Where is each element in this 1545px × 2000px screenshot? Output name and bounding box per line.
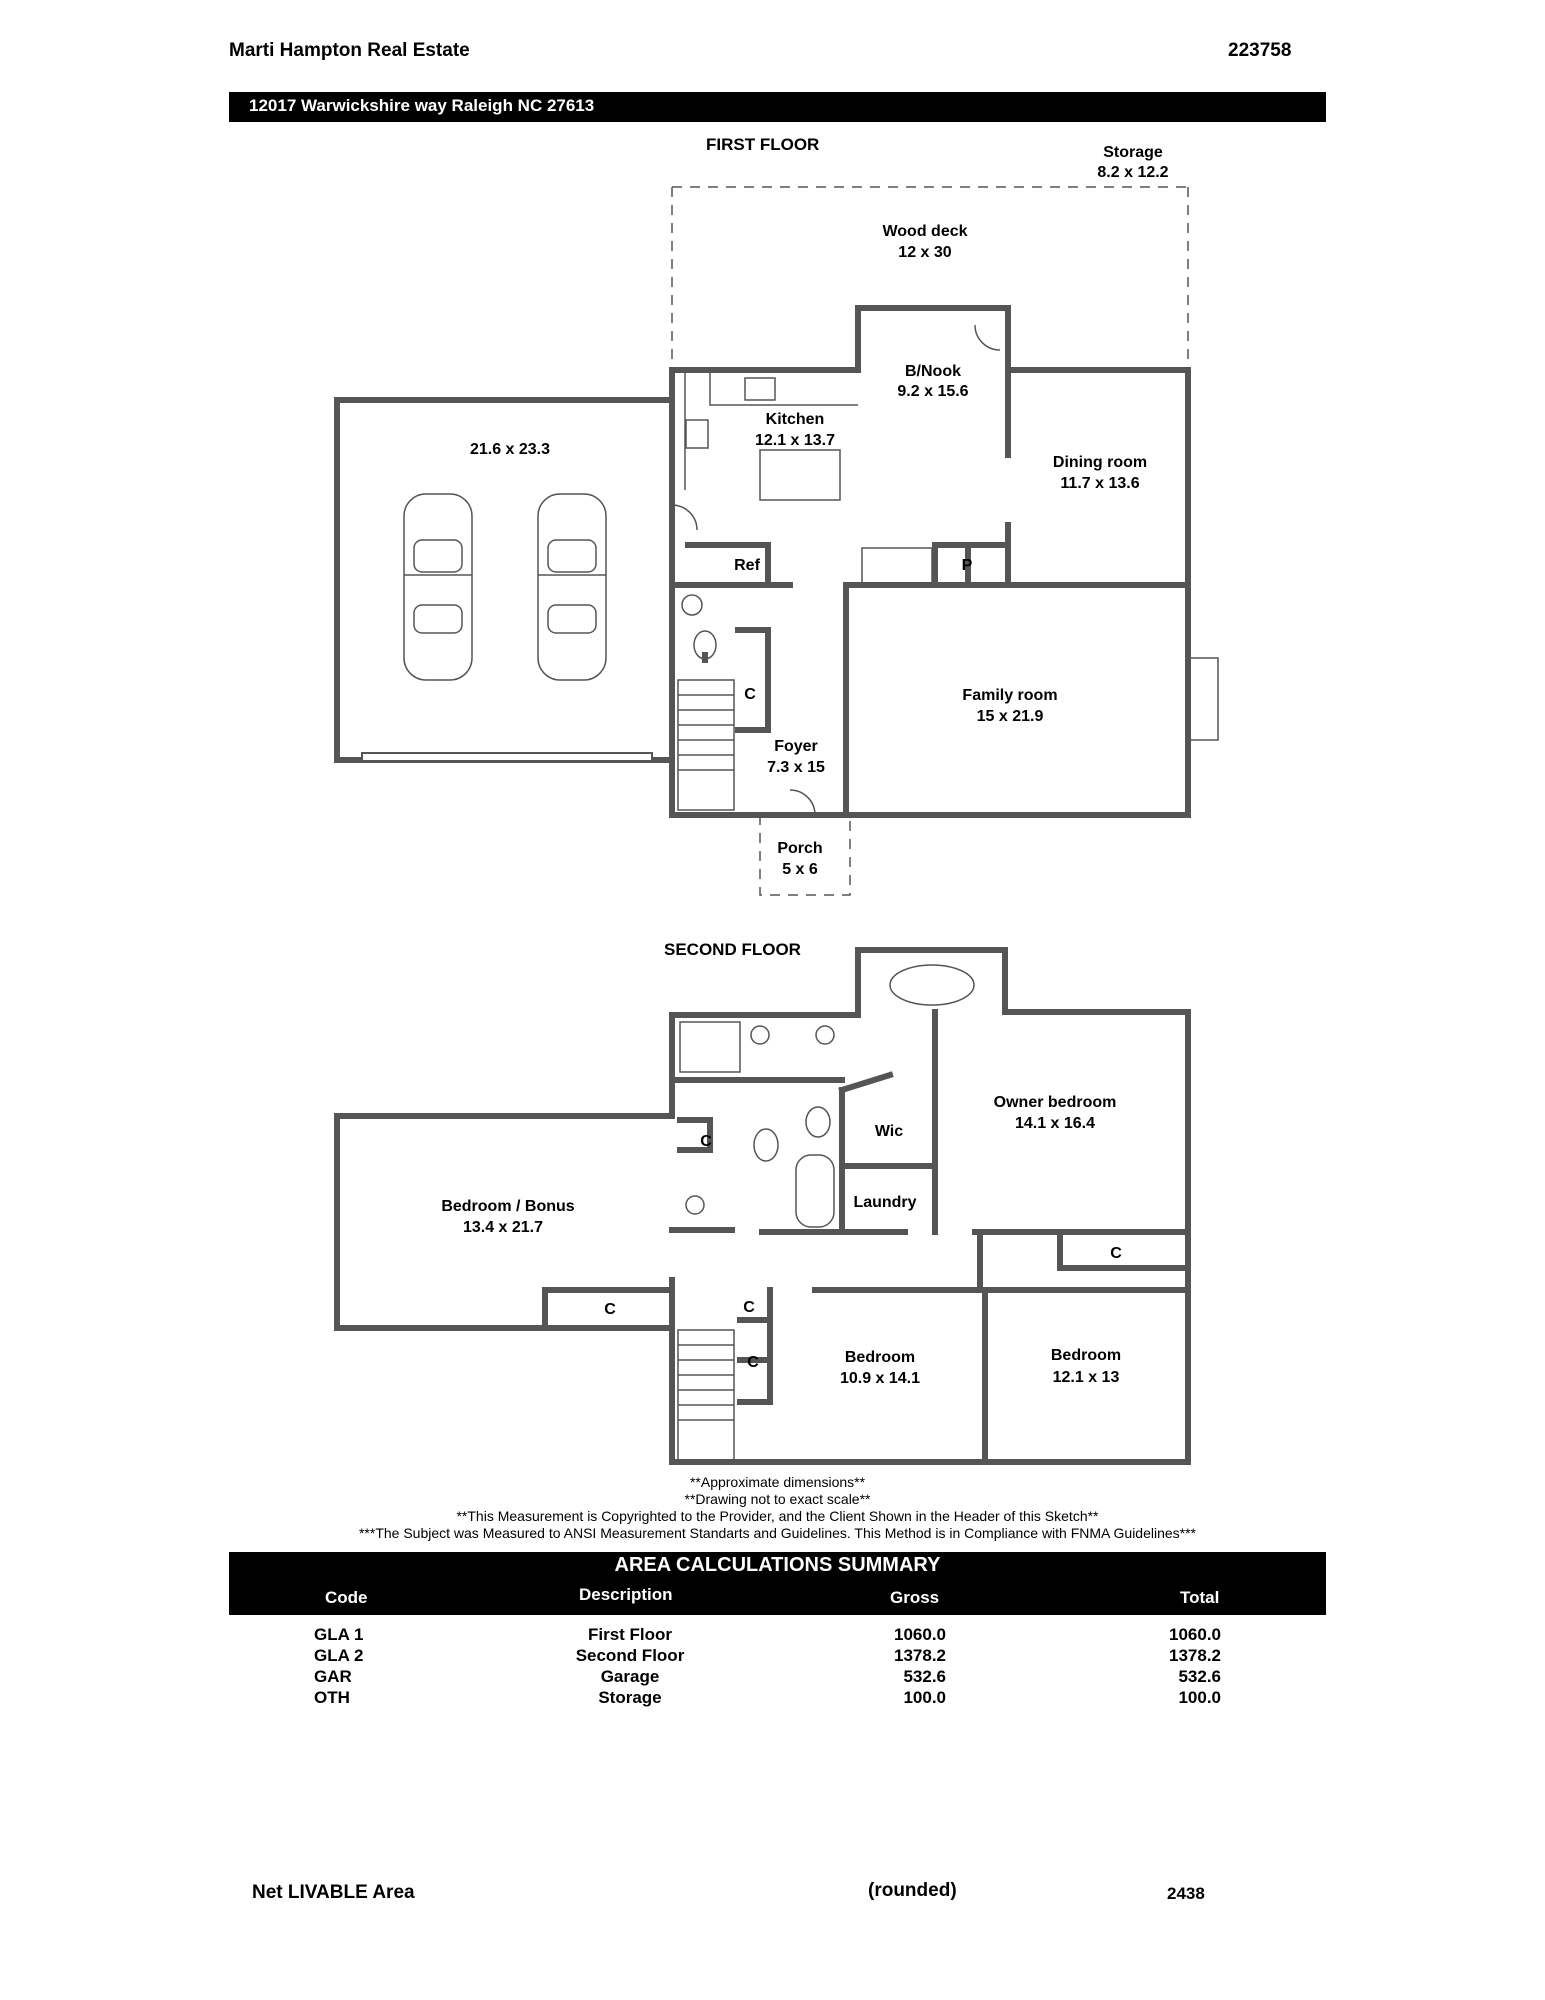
code-cell: GAR [314, 1667, 352, 1686]
first-floor-title: FIRST FLOOR [706, 135, 819, 154]
stove-icon [685, 419, 709, 449]
bedroom2-dims: 10.9 x 14.1 [840, 1370, 920, 1387]
tub-icon-2 [795, 1154, 835, 1228]
closet-label-5: C [747, 1354, 759, 1371]
laundry-label: Laundry [853, 1194, 916, 1211]
total-cell: 100.0 [1178, 1688, 1221, 1707]
second-floor-title: SECOND FLOOR [664, 940, 801, 959]
porch-dims: 5 x 6 [782, 861, 818, 878]
kitchen-label: Kitchen [766, 411, 825, 428]
description-cell: First Floor [587, 1625, 673, 1644]
foyer-label: Foyer [774, 738, 818, 755]
closet-label-1: C [700, 1133, 712, 1150]
garage-entry-door [671, 504, 698, 531]
family-dims: 15 x 21.9 [977, 708, 1044, 725]
deck-outline [671, 186, 1189, 360]
code-cell: GLA 2 [314, 1646, 364, 1665]
note-3: **This Measurement is Copyrighted to the… [456, 1508, 1099, 1524]
owner-bedroom-label: Owner bedroom [994, 1094, 1117, 1111]
deck-door [974, 324, 1001, 351]
bedroom3-label: Bedroom [1051, 1347, 1121, 1364]
nook-dims: 9.2 x 15.6 [897, 383, 968, 400]
code-cell: GLA 1 [314, 1625, 364, 1644]
garage-door [361, 752, 653, 762]
col-code: Code [325, 1588, 368, 1607]
summary-title: AREA CALCULATIONS SUMMARY [614, 1554, 941, 1576]
second-floor-exterior [334, 947, 1191, 1465]
sink-icon-3 [685, 1195, 705, 1215]
dining-dims: 11.7 x 13.6 [1060, 475, 1139, 492]
code-cell: OTH [314, 1688, 350, 1707]
total-cell: 1060.0 [1169, 1625, 1221, 1644]
gross-cell: 1378.2 [894, 1646, 946, 1665]
counter-nook [861, 547, 933, 584]
car-left-icon [403, 493, 473, 681]
gross-cell: 1060.0 [894, 1625, 946, 1644]
col-total: Total [1180, 1588, 1220, 1607]
note-1: **Approximate dimensions** [689, 1474, 866, 1490]
description-cell: Storage [598, 1688, 662, 1707]
storage-label: Storage [1103, 144, 1163, 161]
closet-label-2: C [1110, 1245, 1122, 1262]
car-right-icon [537, 493, 607, 681]
sink-icon [744, 377, 776, 401]
company-name: Marti Hampton Real Estate [229, 40, 470, 61]
deck-label: Wood deck [882, 223, 967, 240]
pantry-label: P [962, 557, 973, 574]
storage-dims: 8.2 x 12.2 [1097, 164, 1168, 181]
bonus-dims: 13.4 x 21.7 [463, 1219, 543, 1236]
closet-label-3: C [604, 1301, 616, 1318]
kitchen-dims: 12.1 x 13.7 [755, 432, 835, 449]
bonus-label: Bedroom / Bonus [441, 1198, 574, 1215]
property-address: 12017 Warwickshire way Raleigh NC 27613 [249, 96, 595, 115]
wic-label: Wic [875, 1123, 903, 1140]
foyer-dims: 7.3 x 15 [767, 759, 825, 776]
net-livable-label: Net LIVABLE Area [252, 1882, 415, 1903]
shower-icon [679, 1021, 741, 1073]
col-gross: Gross [890, 1588, 940, 1607]
bedroom3-dims: 12.1 x 13 [1053, 1369, 1120, 1386]
fireplace-icon [1187, 657, 1219, 741]
stairs-second-floor [677, 1329, 735, 1461]
net-livable-value: 2438 [1167, 1884, 1205, 1903]
closet-label-4: C [743, 1299, 755, 1316]
owner-bedroom-dims: 14.1 x 16.4 [1015, 1115, 1095, 1132]
bedroom2-label: Bedroom [845, 1349, 915, 1366]
garage-dims: 21.6 x 23.3 [470, 441, 550, 458]
ref-label: Ref [734, 557, 760, 574]
description-cell: Second Floor [575, 1646, 685, 1665]
porch-label: Porch [777, 840, 822, 857]
rounded-label: (rounded) [868, 1880, 957, 1901]
toilet-icon-3 [753, 1128, 779, 1162]
sink-icon-2 [815, 1025, 835, 1045]
nook-label: B/Nook [905, 363, 961, 380]
note-4: ***The Subject was Measured to ANSI Meas… [358, 1525, 1197, 1541]
sink-icon-1 [750, 1025, 770, 1045]
gross-cell: 532.6 [903, 1667, 946, 1686]
family-label: Family room [962, 687, 1057, 704]
dining-label: Dining room [1053, 454, 1147, 471]
address-bar: 12017 Warwickshire way Raleigh NC 27613 [229, 92, 1326, 122]
toilet-icon [693, 630, 717, 660]
gross-cell: 100.0 [903, 1688, 946, 1707]
sketch-id: 223758 [1228, 40, 1292, 61]
kitchen-island [759, 449, 841, 501]
floor-plan: FIRST FLOOR [334, 135, 1219, 1465]
toilet-icon-2 [805, 1106, 831, 1138]
front-door [789, 789, 816, 816]
deck-dims: 12 x 30 [898, 244, 951, 261]
closet-label: C [744, 686, 756, 703]
col-description: Description [579, 1585, 673, 1604]
note-2: **Drawing not to exact scale** [684, 1491, 871, 1507]
description-cell: Garage [600, 1667, 660, 1686]
bathtub-icon [889, 964, 975, 1006]
total-cell: 1378.2 [1169, 1646, 1221, 1665]
stairs-first-floor [677, 679, 735, 811]
powder-sink-icon [681, 594, 703, 616]
porch-outline [759, 815, 851, 896]
total-cell: 532.6 [1178, 1667, 1221, 1686]
summary-header: AREA CALCULATIONS SUMMARY Code Descripti… [229, 1552, 1326, 1615]
kitchen-counter [684, 370, 858, 490]
